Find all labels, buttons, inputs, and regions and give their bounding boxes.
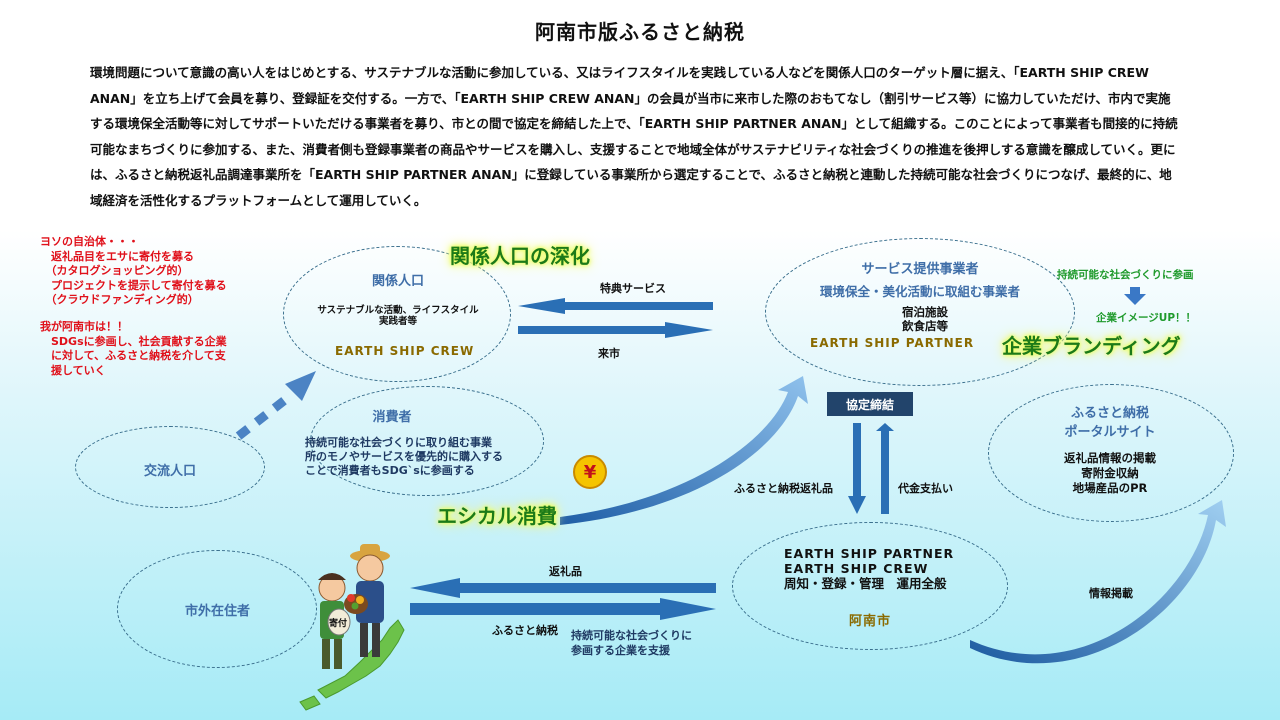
consumer-ellipse — [310, 386, 544, 496]
provider-type: 飲食店等 — [902, 319, 948, 333]
desc-line: 持続可能な社会づくりに取り組む事業 — [305, 436, 492, 449]
portal-heading-line: ふるさと納税 — [1070, 406, 1149, 421]
crew-label: EARTH SHIP CREW — [335, 344, 475, 358]
page-title: 阿南市版ふるさと納税 — [535, 20, 745, 44]
donation-tag: 寄付 — [329, 619, 348, 629]
arrow-gift-down — [848, 423, 866, 514]
related-population-heading: 関係人口 — [371, 274, 424, 289]
provider-type: 宿泊施設 — [902, 305, 948, 319]
curved-arrow-ethical — [560, 376, 808, 525]
portal-ellipse — [988, 384, 1234, 522]
yen-coin-icon: ¥ — [573, 455, 607, 489]
desc-line: 実践者等 — [378, 316, 417, 327]
branding-image-up: 企業イメージUP！！ — [1096, 312, 1197, 324]
related-population-ellipse — [283, 246, 511, 382]
dotted-arrow-exchange-to-related — [235, 371, 316, 440]
exchange-population-label: 交流人口 — [143, 464, 196, 479]
arrow-visit-right — [518, 322, 713, 338]
anan-city-roles: EARTH SHIP PARTNER EARTH SHIP CREW 周知・登録… — [784, 546, 954, 591]
anan-city-note: 我が阿南市は！！ SDGsに参画し、社会貢献する企業 に対して、ふるさと納税を介… — [40, 320, 227, 378]
note-line: プロジェクトを提示して寄付を募る — [40, 278, 227, 292]
note-line: （カタログショッピング的） — [40, 264, 189, 277]
furusato-label: ふるさと納税 — [492, 624, 558, 637]
support-line: 参画する企業を支援 — [571, 644, 670, 657]
arrow-payment-up — [876, 423, 894, 514]
providers-subheading: 環境保全・美化活動に取組む事業者 — [819, 284, 1020, 299]
arrow-furusato-right — [410, 598, 716, 620]
anan-city-name: 阿南市 — [848, 614, 891, 629]
service-label: 特典サービス — [600, 282, 666, 295]
deepening-label: 関係人口の深化 — [450, 244, 590, 268]
arrow-return-gift-left — [410, 578, 716, 598]
anan-role-line: 周知・登録・管理 運用全般 — [784, 576, 947, 591]
provider-types: 宿泊施設 飲食店等 — [870, 305, 980, 333]
arrow-branding-down — [1124, 287, 1146, 305]
desc-line: サステナブルな活動、ライフスタイル — [317, 305, 479, 316]
return-gift-label: 返礼品 — [549, 565, 582, 578]
related-population-desc: サステナブルな活動、ライフスタイル 実践者等 — [293, 305, 503, 327]
consumer-heading: 消費者 — [372, 410, 412, 425]
support-label: 持続可能な社会づくりに 参画する企業を支援 — [571, 628, 692, 658]
anan-role-line: EARTH SHIP PARTNER — [784, 546, 955, 561]
outside-resident-ellipse — [117, 550, 317, 668]
note-line: （クラウドファンディング的） — [40, 293, 199, 306]
portal-item: 寄附金収納 — [1081, 466, 1139, 480]
portal-heading: ふるさと納税 ポータルサイト — [1020, 404, 1200, 442]
japan-map-shape — [299, 619, 405, 711]
portal-item: 返礼品情報の掲載 — [1064, 451, 1156, 465]
agreement-box: 協定締結 — [827, 392, 913, 416]
corporate-branding-label: 企業ブランディング — [1002, 334, 1181, 358]
note-line: に対して、ふるさと納税を介して支 — [40, 349, 226, 362]
note-line: 援していく — [40, 363, 106, 377]
partner-label: EARTH SHIP PARTNER — [810, 336, 975, 350]
other-municipalities-note: ヨソの自治体・・・ 返礼品目をエサに寄付を募る （カタログショッピング的） プロ… — [40, 235, 227, 308]
curved-arrow-info — [970, 500, 1226, 664]
branding-participate: 持続可能な社会づくりに参画 — [1057, 269, 1194, 281]
note-line: ヨソの自治体・・・ — [40, 235, 139, 248]
support-line: 持続可能な社会づくりに — [571, 629, 692, 642]
exchange-population-ellipse — [75, 426, 265, 508]
payment-label: 代金支払い — [898, 482, 953, 495]
gift-label: ふるさと納税返礼品 — [734, 482, 833, 495]
donor-farmer-illustration — [318, 544, 390, 669]
portal-heading-line: ポータルサイト — [1064, 425, 1156, 440]
providers-heading: サービス提供事業者 — [861, 262, 979, 277]
portal-item: 地場産品のPR — [1072, 481, 1148, 495]
anan-role-line: EARTH SHIP CREW — [784, 561, 929, 576]
visit-label: 来市 — [598, 347, 620, 360]
note-line: 返礼品目をエサに寄付を募る — [40, 249, 194, 263]
consumer-desc: 持続可能な社会づくりに取り組む事業 所のモノやサービスを優先的に購入する ことで… — [305, 436, 503, 478]
providers-ellipse — [765, 238, 1075, 386]
anan-city-ellipse — [732, 522, 1008, 650]
ethical-consumption-label: エシカル消費 — [437, 504, 557, 528]
note-line: SDGsに参画し、社会貢献する企業 — [40, 334, 227, 348]
desc-line: 所のモノやサービスを優先的に購入する — [305, 450, 503, 463]
desc-line: ことで消費者もSDG`sに参画する — [305, 464, 475, 477]
outside-resident-label: 市外在住者 — [184, 604, 250, 619]
portal-items: 返礼品情報の掲載 寄附金収納 地場産品のPR — [1040, 451, 1180, 496]
arrow-service-left — [518, 298, 713, 314]
intro-paragraph: 環境問題について意識の高い人をはじめとする、サステナブルな活動に参加している、又… — [90, 65, 1178, 208]
note-line: 我が阿南市は！！ — [40, 320, 128, 333]
info-label: 情報掲載 — [1089, 587, 1133, 600]
